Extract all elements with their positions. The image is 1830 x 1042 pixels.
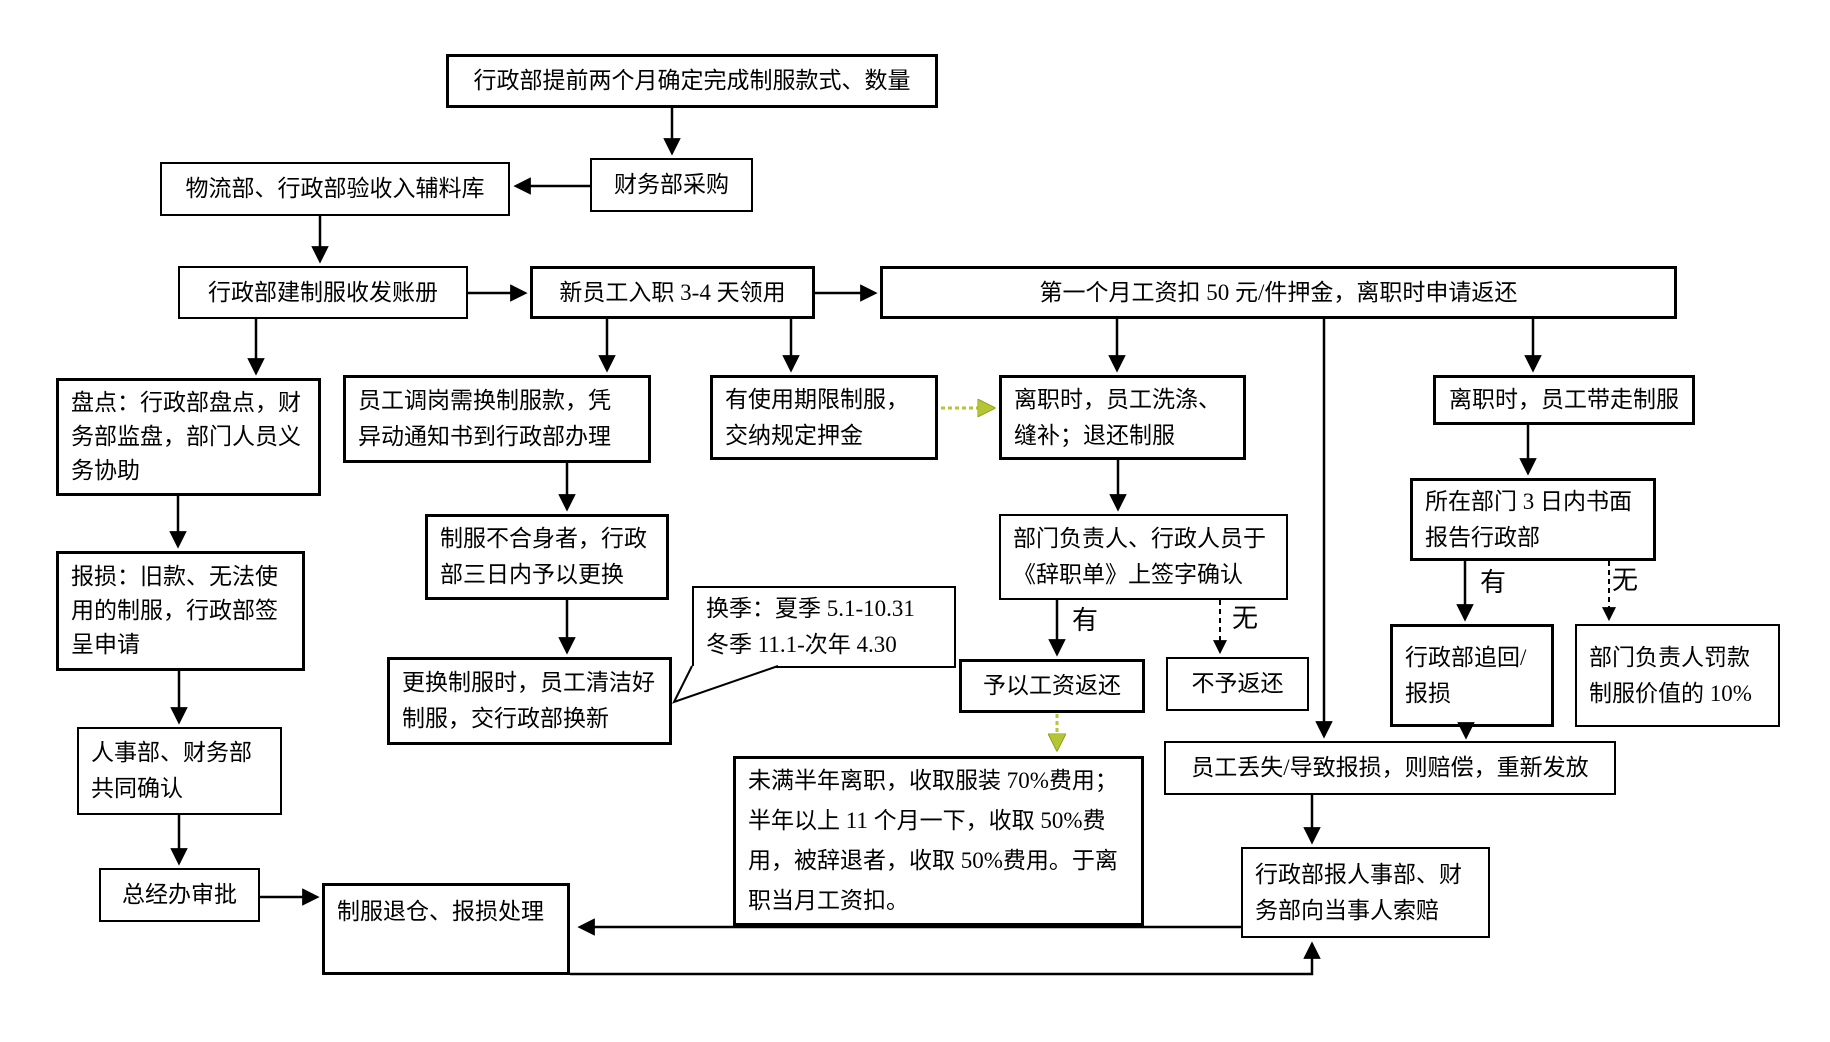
node-refund: 予以工资返还 (959, 659, 1145, 713)
node-season-note-callout: 换季：夏季 5.1-10.31 冬季 11.1-次年 4.30 (692, 586, 956, 668)
node-take-away: 离职时，员工带走制服 (1433, 375, 1695, 425)
node-sign-confirm: 部门负责人、行政人员于 《辞职单》上签字确认 (999, 514, 1288, 600)
node-determine-style: 行政部提前两个月确定完成制服款式、数量 (446, 54, 938, 108)
node-warehouse-accept: 物流部、行政部验收入辅料库 (160, 162, 510, 216)
node-lost-compensate: 员工丢失/导致报损，则赔偿，重新发放 (1164, 741, 1616, 795)
node-recover: 行政部追回/ 报损 (1390, 624, 1554, 727)
node-deposit-50: 第一个月工资扣 50 元/件押金，离职时申请返还 (880, 266, 1677, 319)
node-fine-10: 部门负责人罚款 制服价值的 10% (1575, 624, 1780, 727)
node-transfer: 员工调岗需换制服款，凭 异动通知书到行政部办理 (343, 375, 651, 463)
branch-label-you-report: 有 (1480, 568, 1507, 597)
node-damage-report: 报损：旧款、无法使 用的制服，行政部签 呈申请 (56, 551, 305, 671)
node-report-3days: 所在部门 3 日内书面 报告行政部 (1410, 478, 1656, 561)
node-gm-approval: 总经办审批 (99, 868, 260, 922)
callout-tail (672, 665, 779, 704)
branch-label-wu-sign: 无 (1232, 604, 1259, 633)
node-resign-wash: 离职时，员工洗涤、 缝补；退还制服 (999, 375, 1246, 460)
node-claim: 行政部报人事部、财 务部向当事人索赔 (1241, 847, 1490, 938)
node-uniform-return: 制服退仓、报损处理 (322, 883, 570, 975)
node-inventory: 盘点：行政部盘点，财 务部监盘，部门人员义 务协助 (56, 378, 321, 496)
node-ledger: 行政部建制服收发账册 (178, 266, 468, 319)
node-hr-finance-confirm: 人事部、财务部 共同确认 (77, 727, 282, 815)
node-finance-purchase: 财务部采购 (590, 158, 753, 212)
node-not-fit: 制服不合身者，行政 部三日内予以更换 (425, 514, 669, 600)
node-limited-term: 有使用期限制服， 交纳规定押金 (710, 375, 938, 460)
branch-label-you-sign: 有 (1072, 606, 1099, 635)
node-replace-clean: 更换制服时，员工清洁好 制服，交行政部换新 (387, 657, 672, 745)
node-no-refund: 不予返还 (1166, 657, 1309, 711)
node-new-employee: 新员工入职 3-4 天领用 (530, 266, 815, 319)
branch-label-wu-report: 无 (1612, 566, 1639, 595)
node-fee-rules: 未满半年离职，收取服装 70%费用； 半年以上 11 个月一下，收取 50%费 … (733, 756, 1144, 926)
